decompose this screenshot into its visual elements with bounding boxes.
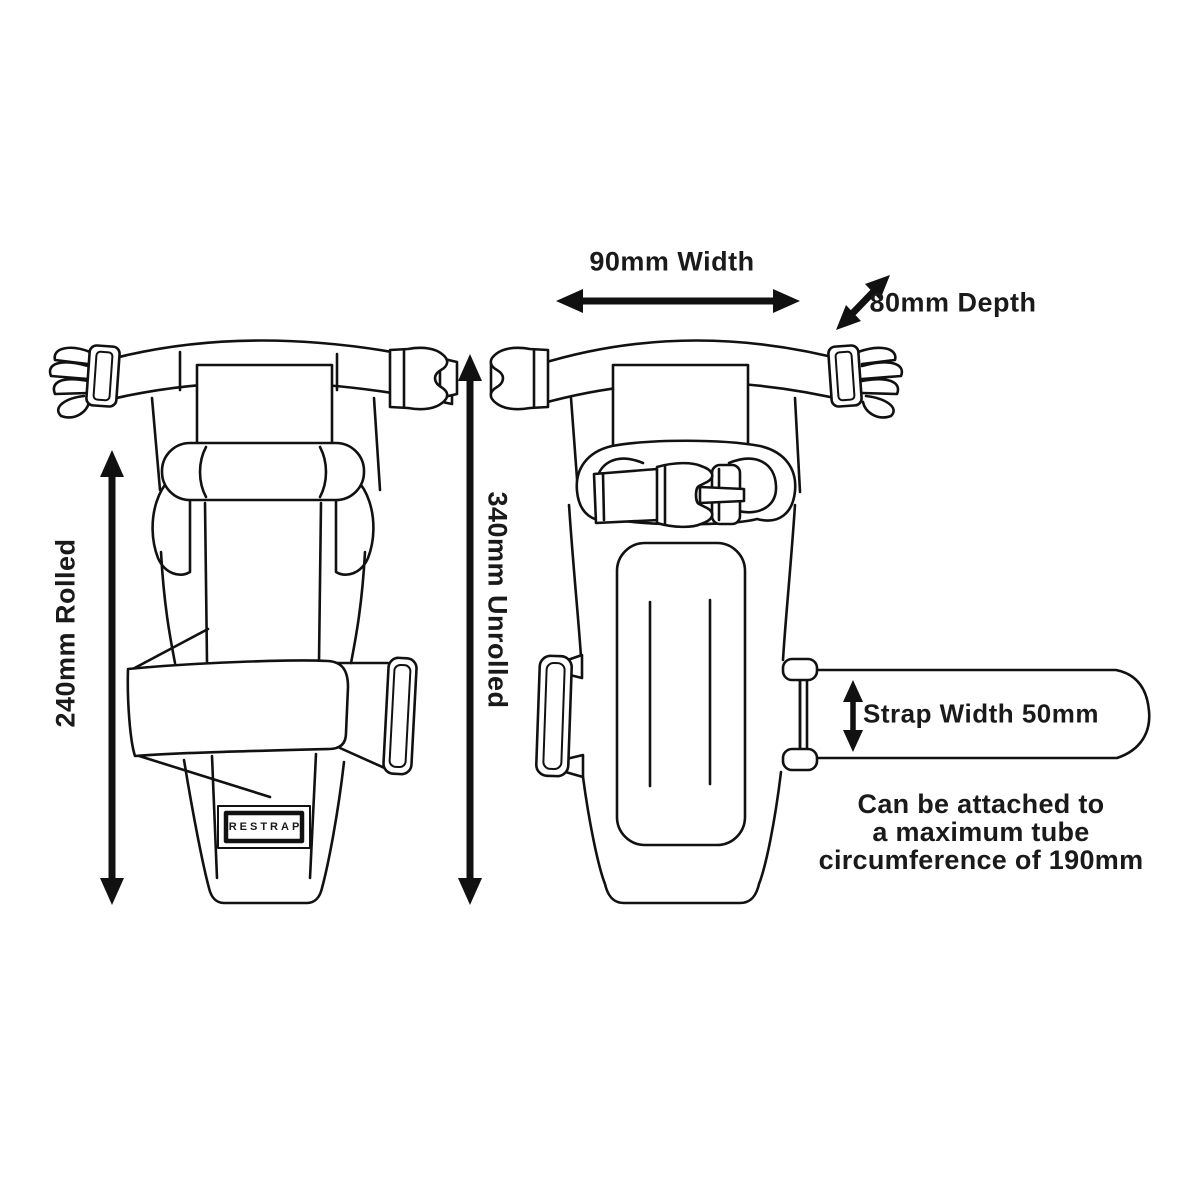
- unrolled-height-arrow: [458, 354, 482, 905]
- strap-width-arrow: [843, 680, 863, 752]
- rolled-height-label: 240mm Rolled: [50, 538, 81, 728]
- brand-label: RESTRAP: [228, 821, 303, 833]
- attachment-note: Can be attached to a maximum tube circum…: [819, 790, 1144, 874]
- rolled-bag-illustration: [48, 339, 459, 905]
- attachment-note-line: circumference of 190mm: [818, 845, 1144, 875]
- width-dimension-label: 90mm Width: [589, 246, 755, 277]
- rolled-height-arrow: [100, 450, 124, 905]
- depth-dimension-label: 80mm Depth: [869, 287, 1037, 318]
- strap-width-label: Strap Width 50mm: [862, 698, 1100, 729]
- depth-arrow: [836, 275, 890, 330]
- unrolled-bag-illustration: [489, 339, 904, 905]
- mounting-strap-illustration: [798, 668, 1151, 760]
- unrolled-height-label: 340mm Unrolled: [482, 491, 513, 709]
- attachment-note-line: Can be attached to: [857, 789, 1105, 819]
- width-arrow: [556, 289, 800, 313]
- attachment-note-line: a maximum tube: [872, 817, 1090, 847]
